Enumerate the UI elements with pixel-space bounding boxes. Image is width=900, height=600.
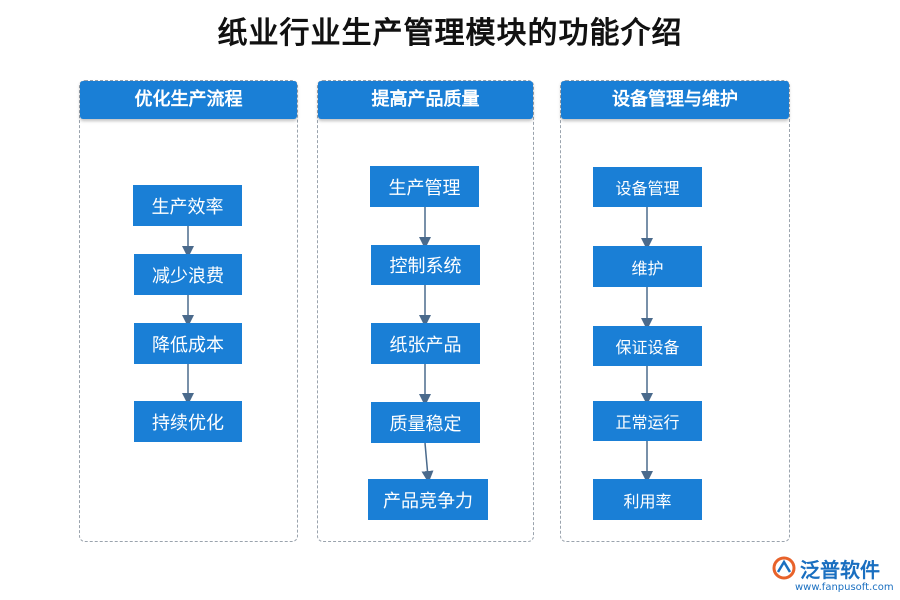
panel-improve-quality: 提高产品质量 (317, 80, 534, 542)
panel-equipment-maintenance: 设备管理与维护 (560, 80, 790, 542)
brand-logo: 泛普软件 (772, 554, 880, 582)
node-production-management: 生产管理 (370, 166, 479, 207)
panel-header-optimize: 优化生产流程 (80, 81, 297, 119)
logo-url: www.fanpusoft.com (795, 582, 894, 593)
node-continuous-optimize: 持续优化 (134, 401, 242, 442)
node-reduce-waste: 减少浪费 (134, 254, 242, 295)
logo-text: 泛普软件 (800, 557, 880, 582)
node-product-competitiveness: 产品竞争力 (368, 479, 488, 520)
node-equipment-management: 设备管理 (593, 167, 702, 207)
panel-optimize-production: 优化生产流程 (79, 80, 298, 542)
node-paper-product: 纸张产品 (371, 323, 480, 364)
node-utilization-rate: 利用率 (593, 479, 702, 520)
node-ensure-equipment: 保证设备 (593, 326, 702, 366)
node-maintenance: 维护 (593, 246, 702, 287)
node-normal-operation: 正常运行 (593, 401, 702, 441)
node-quality-stable: 质量稳定 (371, 402, 480, 443)
node-production-efficiency: 生产效率 (133, 185, 242, 226)
logo-icon (772, 556, 796, 580)
panel-header-quality: 提高产品质量 (318, 81, 533, 119)
node-control-system: 控制系统 (371, 245, 480, 285)
panel-header-equipment: 设备管理与维护 (561, 81, 789, 119)
page-title: 纸业行业生产管理模块的功能介绍 (217, 16, 683, 51)
node-lower-cost: 降低成本 (134, 323, 242, 364)
